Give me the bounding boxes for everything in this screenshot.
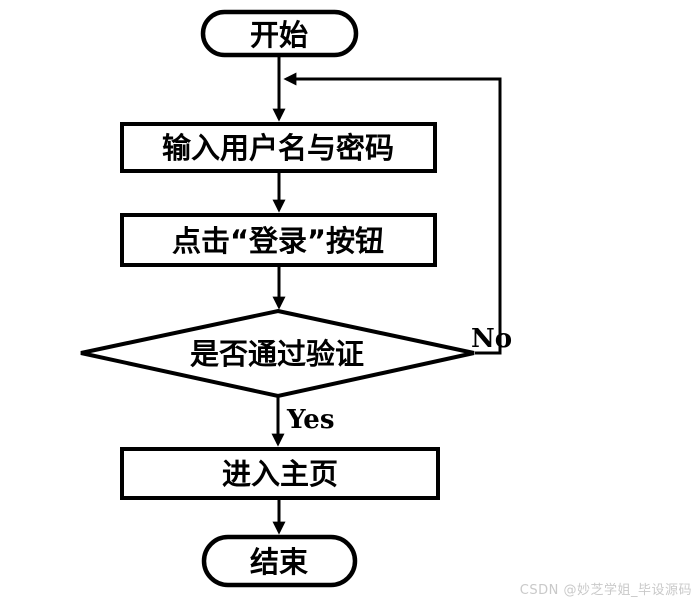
no-edge-label: No: [471, 324, 512, 354]
decision-verify-label: 是否通过验证: [190, 337, 364, 371]
arrow-no-feedback-loop: [283, 72, 502, 355]
csdn-watermark: CSDN @妙芝学姐_毕设源码: [519, 583, 692, 598]
process-input-credentials-label: 输入用户名与密码: [162, 131, 394, 165]
start-node: [200, 9, 359, 58]
process-enter-home-label: 进入主页: [222, 457, 338, 491]
process-click-login-label: 点击“登录”按钮: [172, 224, 384, 258]
process-enter-home: [120, 447, 440, 500]
decision-verify: [80, 308, 475, 399]
process-input-credentials: [120, 122, 437, 173]
end-node-label: 结束: [250, 545, 308, 579]
process-click-login: [120, 213, 437, 267]
start-node-label: 开始: [250, 18, 308, 52]
end-node: [201, 534, 358, 588]
yes-edge-label: Yes: [286, 405, 334, 435]
